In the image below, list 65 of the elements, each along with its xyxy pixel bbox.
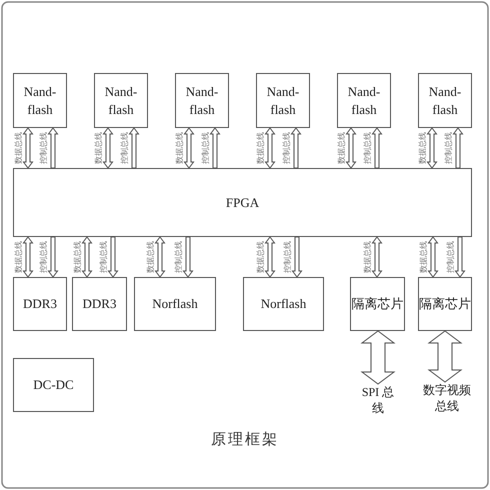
bus-arrow bbox=[264, 236, 276, 278]
edge-label: 控制总线 bbox=[282, 132, 290, 164]
bus-arrow bbox=[290, 127, 302, 168]
bus-arrow bbox=[182, 236, 194, 278]
bus-arrow bbox=[292, 236, 302, 278]
caption: 原理框架 bbox=[210, 430, 280, 449]
edge-label: 数据总线 bbox=[420, 241, 428, 273]
edge-label: 数据总线 bbox=[364, 241, 372, 273]
bus-arrow bbox=[22, 236, 34, 278]
bus-arrow bbox=[102, 127, 114, 169]
edge-label: 控制总线 bbox=[202, 132, 210, 164]
bus-arrow bbox=[452, 127, 464, 168]
memory-box: DDR3 bbox=[72, 277, 127, 331]
bus-arrow bbox=[428, 330, 462, 383]
edge-label: 数据总线 bbox=[74, 241, 82, 273]
edge-label: 控制总线 bbox=[364, 132, 372, 164]
bus-arrow bbox=[128, 127, 140, 168]
edge-label: 数据总线 bbox=[176, 132, 184, 164]
chip-box: 隔离芯片 bbox=[350, 277, 405, 331]
bus-label: SPI 总线 bbox=[358, 384, 398, 418]
bus-arrow bbox=[428, 236, 438, 278]
bus-arrow bbox=[48, 236, 58, 278]
bus-arrow bbox=[346, 127, 356, 169]
bus-arrow bbox=[264, 127, 276, 169]
edge-label: 控制总线 bbox=[40, 132, 48, 164]
edge-label: 控制总线 bbox=[100, 241, 108, 273]
memory-box: Norflash bbox=[134, 277, 216, 331]
bus-label: 数字视频总线 bbox=[420, 382, 474, 418]
edge-label: 控制总线 bbox=[40, 241, 48, 273]
edge-label: 控制总线 bbox=[120, 132, 128, 164]
edge-label: 数据总线 bbox=[418, 132, 426, 164]
edge-label: 控制总线 bbox=[284, 241, 292, 273]
memory-box: Nand-flash bbox=[175, 73, 229, 128]
bus-arrow bbox=[154, 236, 166, 278]
memory-box: Nand-flash bbox=[94, 73, 148, 128]
memory-box: Nand-flash bbox=[256, 73, 310, 128]
memory-box: Nand-flash bbox=[418, 73, 472, 128]
bus-arrow bbox=[210, 127, 220, 168]
edge-label: 控制总线 bbox=[174, 241, 182, 273]
edge-label: 数据总线 bbox=[14, 241, 22, 273]
memory-box: Nand-flash bbox=[13, 73, 67, 128]
power-box: DC-DC bbox=[13, 358, 94, 412]
edge-label: 控制总线 bbox=[446, 241, 454, 273]
bus-arrow bbox=[372, 236, 382, 278]
chip-box: 隔离芯片 bbox=[418, 277, 472, 331]
edge-label: 数据总线 bbox=[338, 132, 346, 164]
edge-label: 数据总线 bbox=[256, 132, 264, 164]
edge-label: 数据总线 bbox=[256, 241, 264, 273]
bus-arrow bbox=[426, 127, 438, 169]
bus-arrow bbox=[454, 236, 466, 278]
edge-label: 数据总线 bbox=[94, 132, 102, 164]
memory-box: Norflash bbox=[243, 277, 324, 331]
fpga-box: FPGA bbox=[13, 168, 472, 237]
bus-arrow bbox=[108, 236, 118, 278]
bus-arrow bbox=[22, 127, 34, 169]
bus-arrow bbox=[82, 236, 92, 278]
bus-arrow bbox=[184, 127, 194, 169]
edge-label: 控制总线 bbox=[444, 132, 452, 164]
edge-label: 数据总线 bbox=[146, 241, 154, 273]
edge-label: 数据总线 bbox=[14, 132, 22, 164]
memory-box: Nand-flash bbox=[337, 73, 391, 128]
memory-box: DDR3 bbox=[13, 277, 67, 331]
bus-arrow bbox=[372, 127, 382, 168]
bus-arrow bbox=[360, 330, 396, 385]
bus-arrow bbox=[48, 127, 58, 168]
